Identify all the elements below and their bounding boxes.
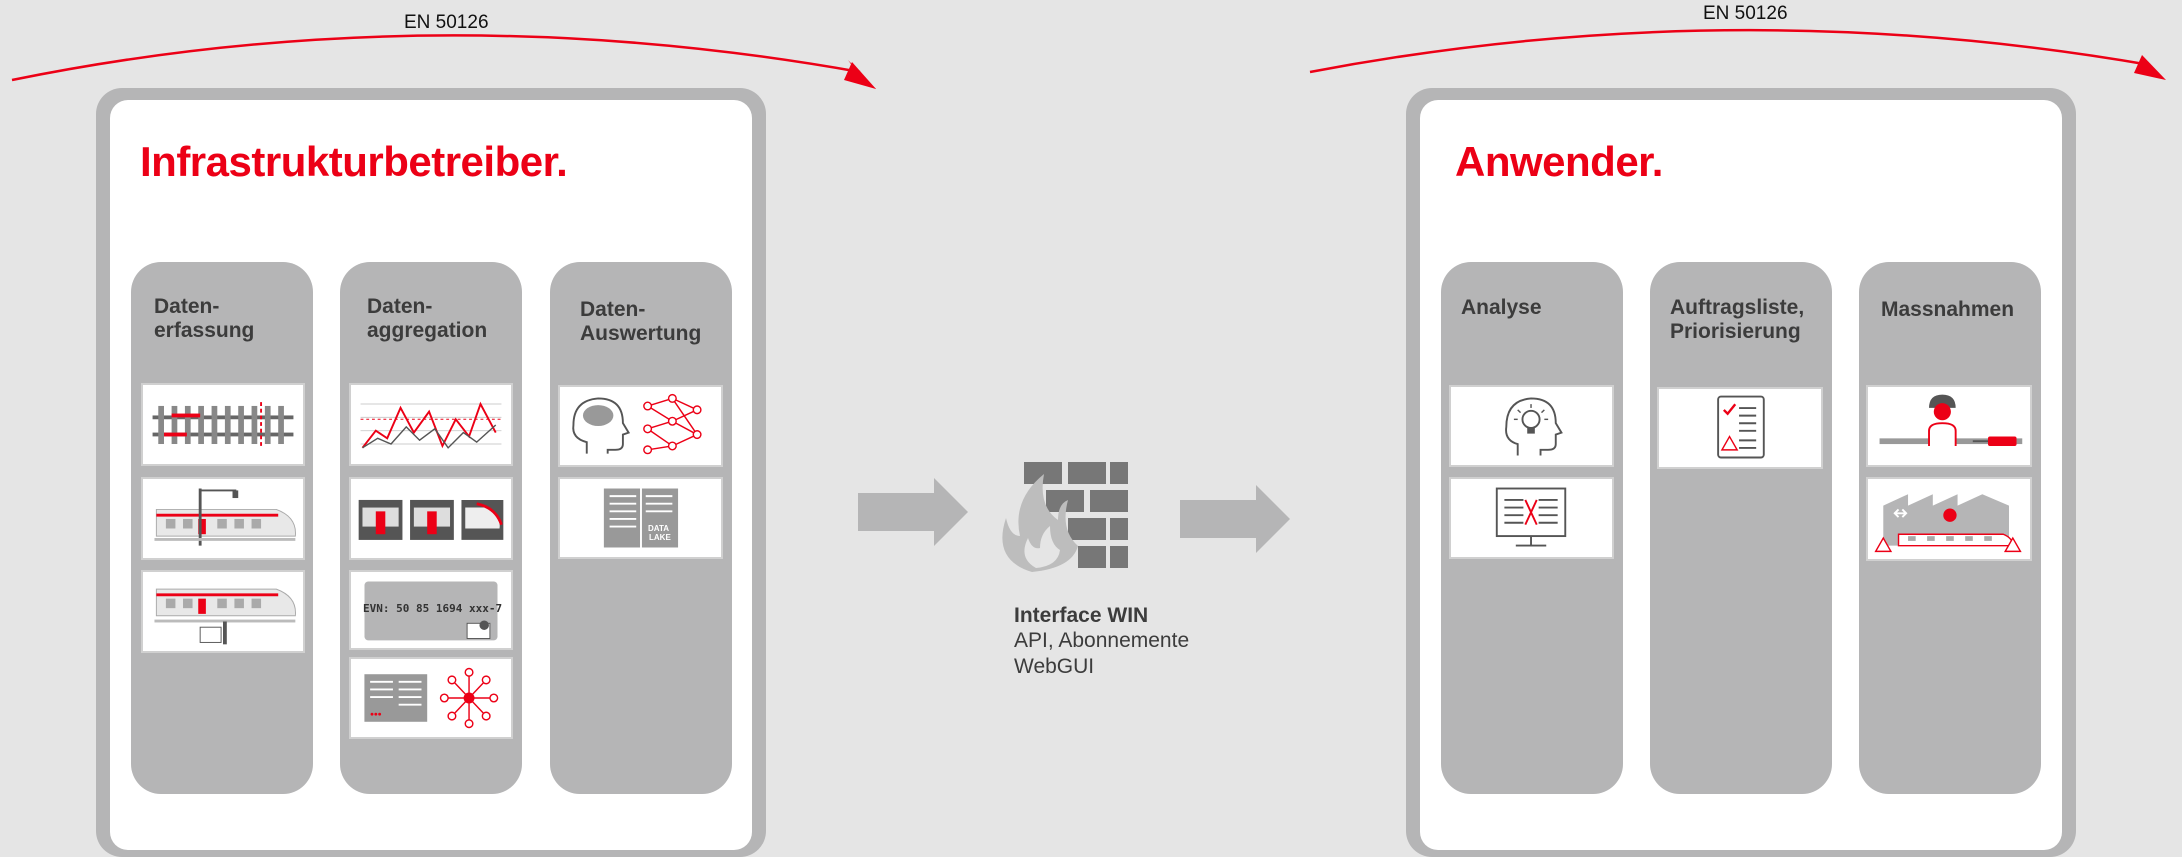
arrow-to-interface (858, 478, 968, 546)
lightbulb-head-icon (1449, 385, 1614, 467)
evn-tag-icon (349, 570, 513, 650)
arrow-to-users (1180, 485, 1290, 553)
lifecycle-arrowhead-right (2134, 55, 2166, 80)
column-data-capture-title: Daten- erfassung (154, 295, 255, 342)
firewall-icon (1002, 462, 1128, 572)
data-lake-label-1: DATA (648, 524, 670, 533)
lifecycle-arc-left (11, 34, 861, 82)
user-panel-title: Anwender. (1455, 138, 1663, 185)
evn-label: EVN: 50 85 1694 xxx-7 (363, 602, 503, 615)
standard-label-right: EN 50126 (1703, 3, 1788, 24)
column-order-list (1650, 262, 1832, 794)
interface-title: Interface WIN (1014, 604, 1149, 627)
lifecycle-arc-right (1309, 28, 2151, 74)
line-graph-icon (349, 383, 513, 466)
train-catenary-icon (141, 477, 305, 560)
column-order-list-title: Auftragsliste, Priorisierung (1670, 296, 1805, 343)
worker-train-icon (1866, 385, 2032, 467)
column-data-aggregation-title: Daten- aggregation (367, 295, 488, 342)
column-data-evaluation-title: Daten- Auswertung (580, 298, 702, 345)
train-rfid-icon (141, 570, 305, 653)
lifecycle-arrows (11, 28, 2166, 89)
column-analysis-title: Analyse (1461, 296, 1542, 319)
ai-brain-icon (558, 385, 723, 467)
standard-label-left: EN 50126 (404, 12, 489, 33)
data-lake-label-2: LAKE (649, 533, 671, 542)
interface-line-api: API, Abonnemente (1014, 629, 1190, 652)
track-icon (141, 383, 305, 466)
monitor-report-icon (1449, 477, 1614, 559)
network-node-icon (349, 657, 513, 739)
infrastructure-operator-title: Infrastrukturbetreiber. (140, 138, 568, 185)
interface-line-webgui: WebGUI (1014, 655, 1095, 678)
checklist-icon (1657, 387, 1823, 469)
data-lake-icon (558, 477, 723, 559)
factory-train-icon (1866, 477, 2032, 561)
train-cars-icon (349, 477, 513, 560)
column-measures-title: Massnahmen (1881, 298, 2015, 321)
